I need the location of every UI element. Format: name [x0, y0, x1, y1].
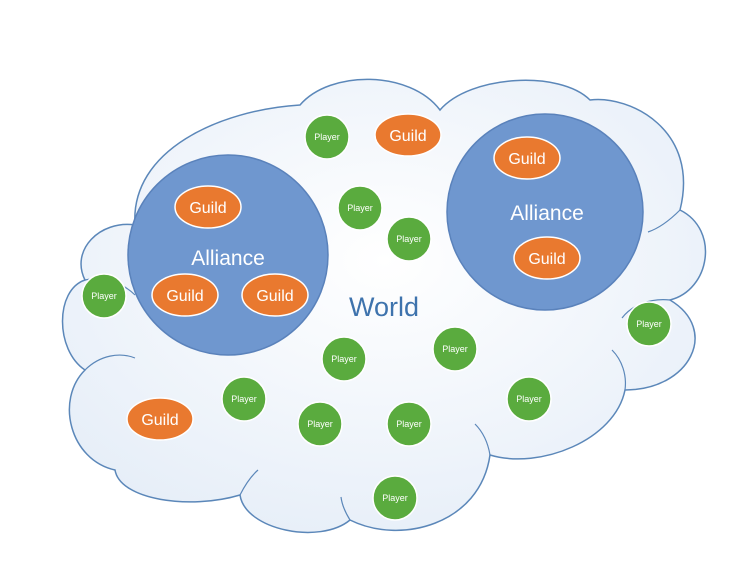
player-label: Player [636, 319, 662, 329]
player-node: Player [506, 376, 552, 422]
guild-node: Guild [174, 185, 242, 229]
player-node: Player [386, 401, 432, 447]
world-label: World [349, 292, 419, 322]
guild-node: Guild [241, 273, 309, 317]
player-label: Player [382, 493, 408, 503]
player-node: Player [386, 216, 432, 262]
player-label: Player [347, 203, 373, 213]
player-label: Player [442, 344, 468, 354]
player-node: Player [372, 475, 418, 521]
player-node: Player [337, 185, 383, 231]
guild-label: Guild [389, 128, 426, 145]
guild-label: Guild [189, 200, 226, 217]
guild-label: Guild [528, 251, 565, 268]
player-node: Player [304, 114, 350, 160]
guild-node: Guild [374, 113, 442, 157]
guild-node: Guild [513, 236, 581, 280]
player-node: Player [626, 301, 672, 347]
player-node: Player [81, 273, 127, 319]
player-node: Player [221, 376, 267, 422]
player-label: Player [307, 419, 333, 429]
guild-label: Guild [256, 288, 293, 305]
player-node: Player [321, 336, 367, 382]
player-node: Player [432, 326, 478, 372]
player-label: Player [231, 394, 257, 404]
guild-node: Guild [151, 273, 219, 317]
guild-node: Guild [493, 136, 561, 180]
guild-label: Guild [141, 412, 178, 429]
guild-label: Guild [166, 288, 203, 305]
player-label: Player [516, 394, 542, 404]
player-label: Player [314, 132, 340, 142]
player-label: Player [91, 291, 117, 301]
player-label: Player [396, 234, 422, 244]
guild-label: Guild [508, 151, 545, 168]
player-node: Player [297, 401, 343, 447]
alliance-node: Alliance [127, 154, 329, 356]
alliance-label: Alliance [510, 202, 584, 225]
guild-node: Guild [126, 397, 194, 441]
player-label: Player [396, 419, 422, 429]
player-label: Player [331, 354, 357, 364]
alliance-label: Alliance [191, 247, 265, 270]
